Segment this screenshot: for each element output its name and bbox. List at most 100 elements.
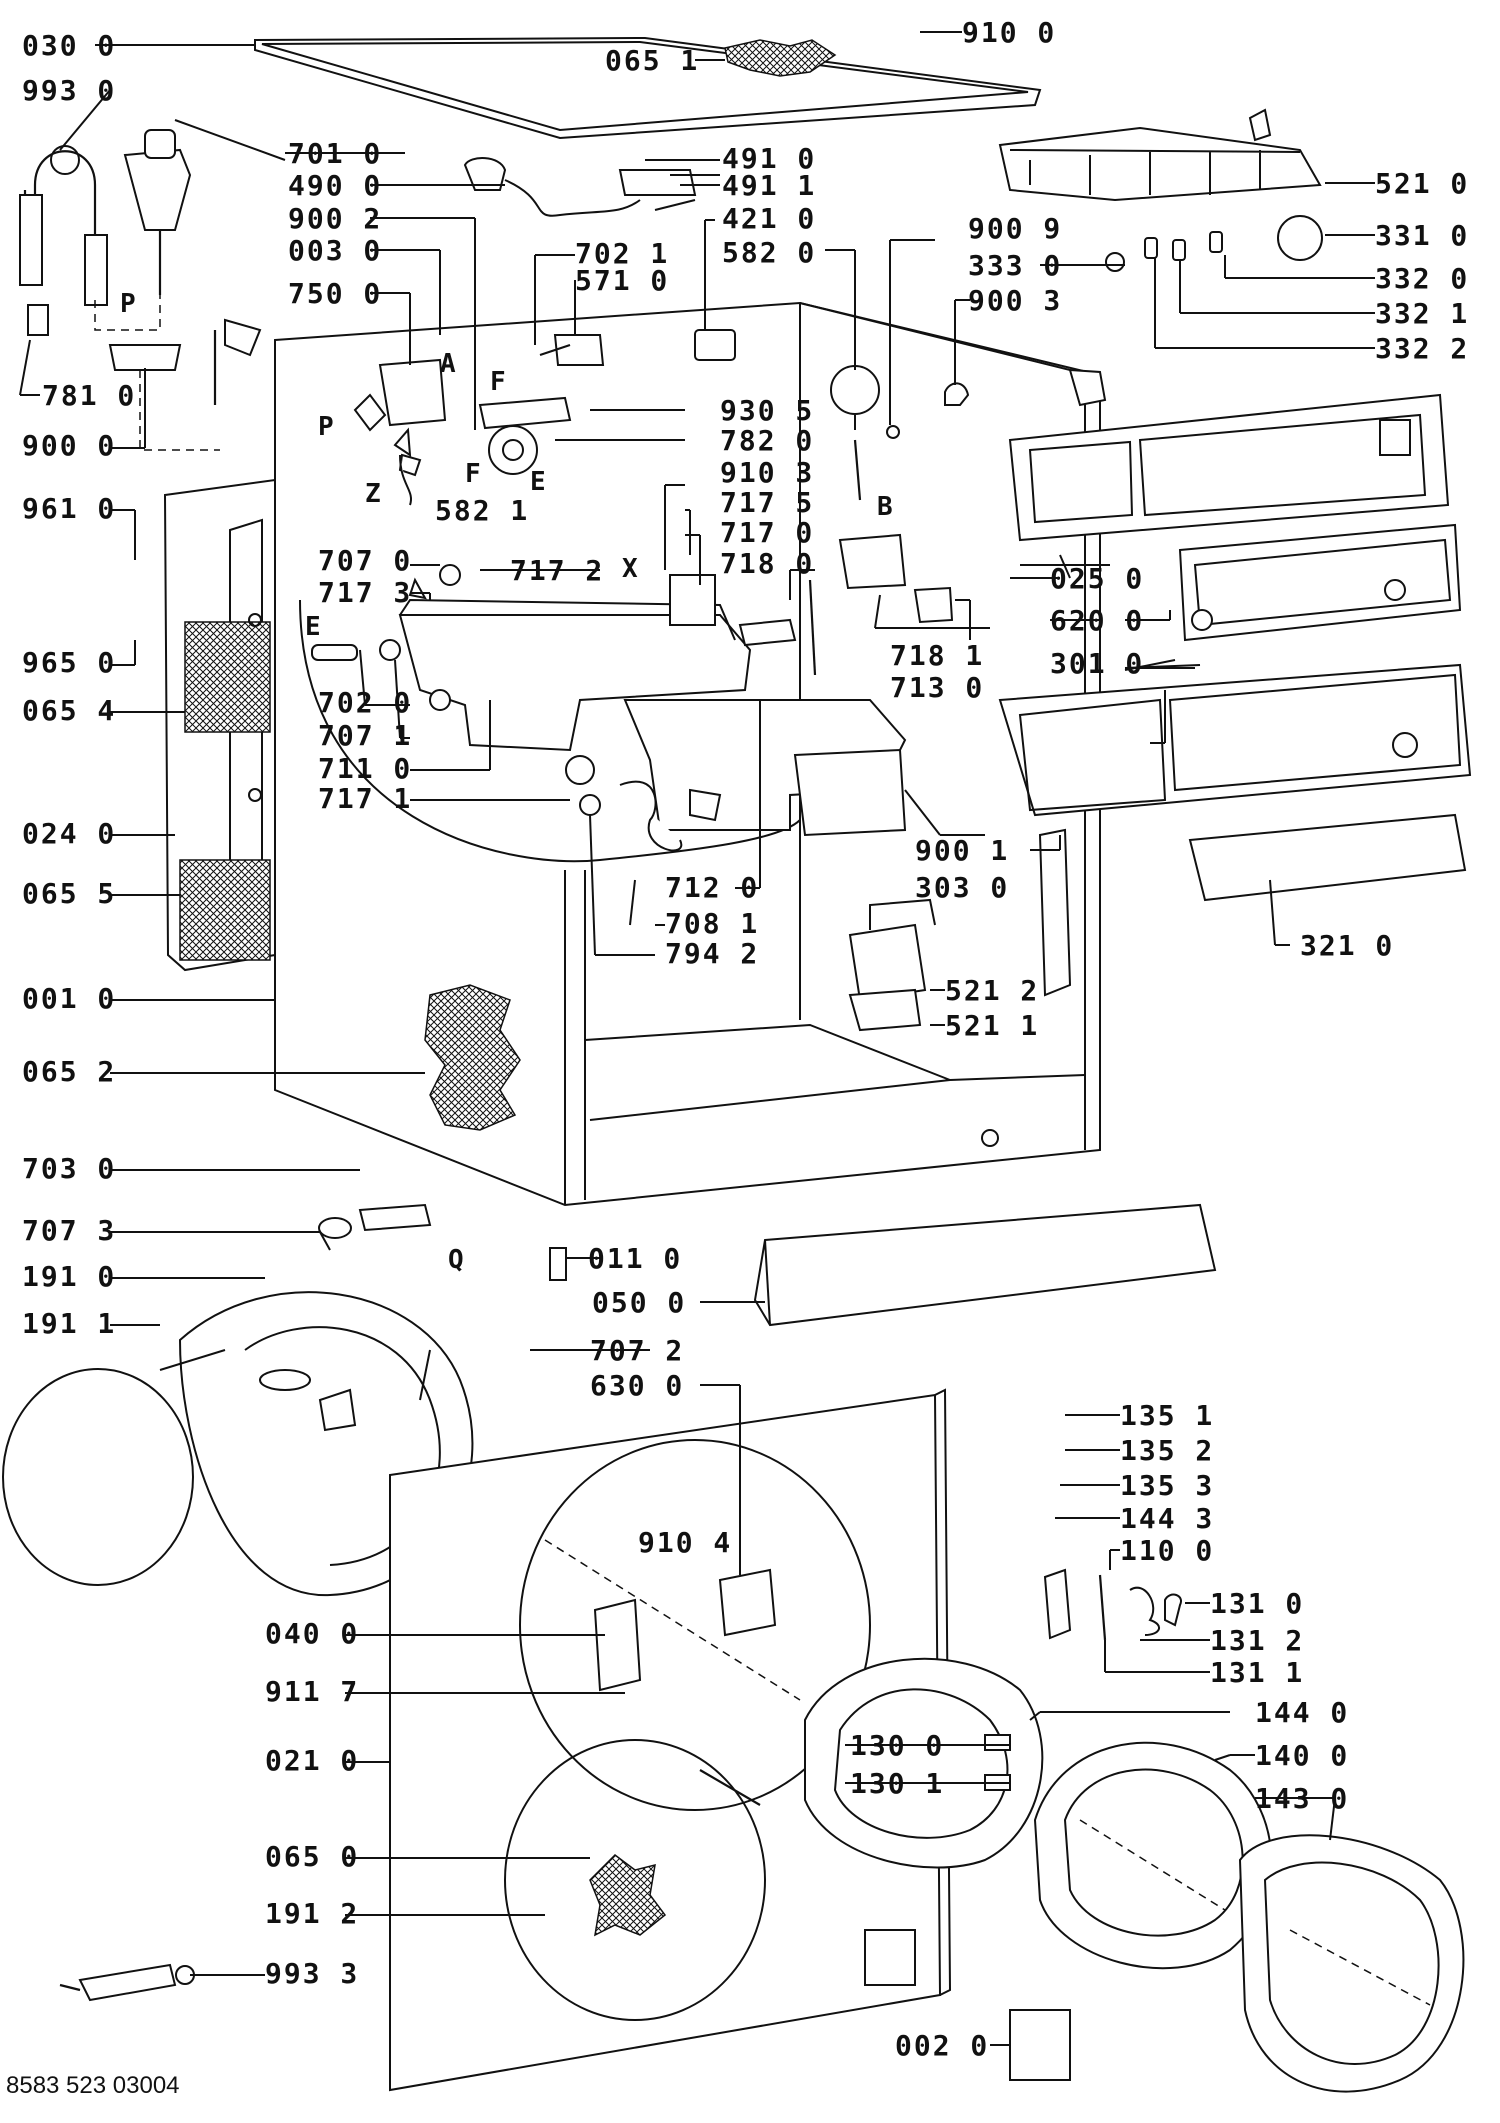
part-label: 900 3 xyxy=(968,284,1062,317)
part-label: 911 7 xyxy=(265,1675,359,1708)
part-label: 910 0 xyxy=(962,16,1056,49)
part-label: 140 0 xyxy=(1255,1739,1349,1772)
part-label: 191 1 xyxy=(22,1307,116,1340)
part-label: 707 2 xyxy=(590,1334,684,1367)
letter-marker: F xyxy=(465,459,481,489)
part-label: 332 0 xyxy=(1375,262,1469,295)
part-label: 491 1 xyxy=(722,169,816,202)
labels-mid: 930 5 782 0 910 3 717 5 717 0 718 0 582 … xyxy=(318,394,1394,1319)
part-label: 707 0 xyxy=(318,544,412,577)
part-label: 110 0 xyxy=(1120,1534,1214,1567)
part-label: 021 0 xyxy=(265,1744,359,1777)
part-label: 718 1 xyxy=(890,639,984,672)
letter-markers: A P P F F E E Z X B Q xyxy=(120,289,893,1275)
part-label: 191 0 xyxy=(22,1260,116,1293)
part-label: 303 0 xyxy=(915,871,1009,904)
letter-marker: A xyxy=(440,349,456,379)
part-label: 900 0 xyxy=(22,429,116,462)
letter-marker: Q xyxy=(448,1245,464,1275)
part-label: 701 0 xyxy=(288,137,382,170)
part-label: 130 0 xyxy=(850,1729,944,1762)
part-label: 713 0 xyxy=(890,671,984,704)
labels-left: 030 0 993 0 781 0 900 0 961 0 965 0 065 … xyxy=(22,29,359,1990)
part-label: 582 1 xyxy=(435,494,529,527)
part-label: 065 5 xyxy=(22,877,116,910)
part-label: 144 3 xyxy=(1120,1502,1214,1535)
part-label: 707 3 xyxy=(22,1214,116,1247)
part-label: 144 0 xyxy=(1255,1696,1349,1729)
letter-marker: B xyxy=(877,492,893,522)
part-label: 065 1 xyxy=(605,44,699,77)
part-label: 750 0 xyxy=(288,277,382,310)
part-label: 711 0 xyxy=(318,752,412,785)
labels-top: 910 0 065 1 701 0 490 0 900 2 003 0 750 … xyxy=(288,16,1469,365)
part-label: 717 2 xyxy=(510,554,604,587)
part-label: 717 5 xyxy=(720,486,814,519)
part-label: 135 2 xyxy=(1120,1434,1214,1467)
part-label: 571 0 xyxy=(575,264,669,297)
part-label: 900 2 xyxy=(288,202,382,235)
part-label: 703 0 xyxy=(22,1152,116,1185)
inlet-hose-parts xyxy=(19,129,262,451)
part-label: 490 0 xyxy=(288,169,382,202)
part-label: 001 0 xyxy=(22,982,116,1015)
part-label: 135 3 xyxy=(1120,1469,1214,1502)
part-label: 065 4 xyxy=(22,694,116,727)
part-label: 143 0 xyxy=(1255,1782,1349,1815)
part-label: 521 1 xyxy=(945,1009,1039,1042)
part-label: 130 1 xyxy=(850,1767,944,1800)
part-label: 131 2 xyxy=(1210,1624,1304,1657)
part-label: 025 0 xyxy=(1050,562,1144,595)
part-label: 024 0 xyxy=(22,817,116,850)
part-label: 993 0 xyxy=(22,74,116,107)
letter-marker: E xyxy=(530,467,546,497)
part-label: 702 0 xyxy=(318,686,412,719)
part-label: 900 1 xyxy=(915,834,1009,867)
letter-marker: E xyxy=(305,612,321,642)
part-label: 050 0 xyxy=(592,1286,686,1319)
part-label: 421 0 xyxy=(722,202,816,235)
part-label: 930 5 xyxy=(720,394,814,427)
letter-marker: Z xyxy=(365,479,381,509)
part-label: 521 0 xyxy=(1375,167,1469,200)
part-label: 332 1 xyxy=(1375,297,1469,330)
part-label: 301 0 xyxy=(1050,647,1144,680)
part-label: 717 1 xyxy=(318,782,412,815)
letter-marker: X xyxy=(622,554,638,584)
labels-lower: 707 2 630 0 910 4 135 1 135 2 135 3 144 … xyxy=(590,1334,1349,2062)
part-label: 331 0 xyxy=(1375,219,1469,252)
part-label: 965 0 xyxy=(22,646,116,679)
part-label: 065 0 xyxy=(265,1840,359,1873)
part-label: 794 2 xyxy=(665,937,759,970)
part-label: 332 2 xyxy=(1375,332,1469,365)
part-label: 030 0 xyxy=(22,29,116,62)
letter-marker: P xyxy=(318,412,334,442)
part-label: 135 1 xyxy=(1120,1399,1214,1432)
leader-lines xyxy=(19,31,1375,2046)
part-label: 961 0 xyxy=(22,492,116,525)
part-label: 040 0 xyxy=(265,1617,359,1650)
part-label: 131 1 xyxy=(1210,1656,1304,1689)
part-label: 781 0 xyxy=(42,379,136,412)
part-label: 717 0 xyxy=(720,516,814,549)
rear-panel xyxy=(163,478,276,972)
letter-marker: F xyxy=(490,367,506,397)
part-label: 003 0 xyxy=(288,234,382,267)
part-label: 521 2 xyxy=(945,974,1039,1007)
part-label: 630 0 xyxy=(590,1369,684,1402)
part-label: 582 0 xyxy=(722,236,816,269)
part-label: 065 2 xyxy=(22,1055,116,1088)
part-label: 702 1 xyxy=(575,237,669,270)
part-label: 910 3 xyxy=(720,456,814,489)
door-and-front xyxy=(2,1203,1465,2093)
part-label: 131 0 xyxy=(1210,1587,1304,1620)
part-label: 321 0 xyxy=(1300,929,1394,962)
part-label: 910 4 xyxy=(638,1526,732,1559)
dispenser-assembly xyxy=(311,533,954,852)
part-label: 708 1 xyxy=(665,907,759,940)
part-label: 993 3 xyxy=(265,1957,359,1990)
electronic-module xyxy=(848,108,1472,1032)
part-label: 718 0 xyxy=(720,547,814,580)
part-label: 900 9 xyxy=(968,212,1062,245)
